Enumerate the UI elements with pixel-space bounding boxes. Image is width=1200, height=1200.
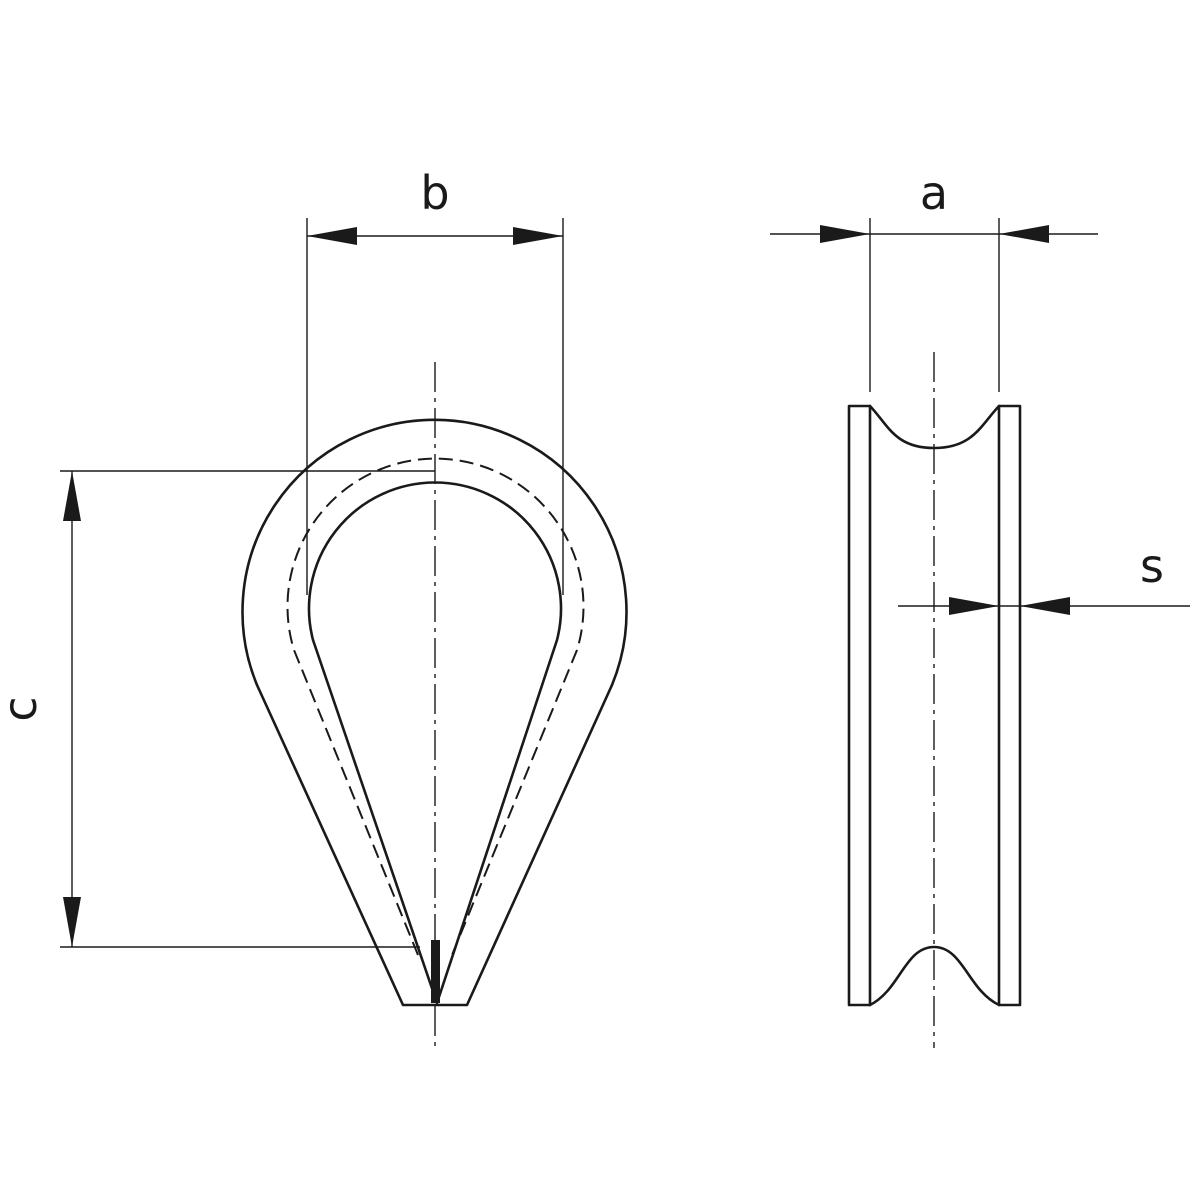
dimension-c-arrow-top bbox=[63, 471, 81, 521]
dimension-c-label: c bbox=[0, 696, 47, 721]
dimension-a-label: a bbox=[920, 166, 948, 220]
dimension-a-arrow-right bbox=[999, 225, 1049, 243]
side-bottom-groove-profile bbox=[868, 945, 1001, 1007]
dimension-s-arrow-left bbox=[949, 597, 999, 615]
thimble-side-view bbox=[847, 352, 1022, 1048]
side-left-flange bbox=[847, 404, 872, 1007]
dimension-s: s bbox=[898, 539, 1190, 615]
dimension-s-label: s bbox=[1140, 539, 1164, 593]
dimension-s-arrow-right bbox=[1020, 597, 1070, 615]
dimension-a-arrow-left bbox=[820, 225, 870, 243]
dimension-b-arrow-left bbox=[307, 227, 357, 245]
thimble-outer-contour bbox=[241, 418, 628, 1007]
dimension-b: b bbox=[306, 166, 564, 595]
dimension-a: a bbox=[770, 166, 1098, 392]
thimble-front-view bbox=[241, 362, 628, 1050]
thimble-groove-hidden-line bbox=[286, 457, 585, 956]
dimension-c-arrow-bottom bbox=[63, 897, 81, 947]
dimension-b-arrow-right bbox=[513, 227, 563, 245]
dimension-b-label: b bbox=[420, 166, 449, 220]
dimension-c: c bbox=[0, 470, 435, 948]
side-right-flange bbox=[997, 404, 1022, 1007]
